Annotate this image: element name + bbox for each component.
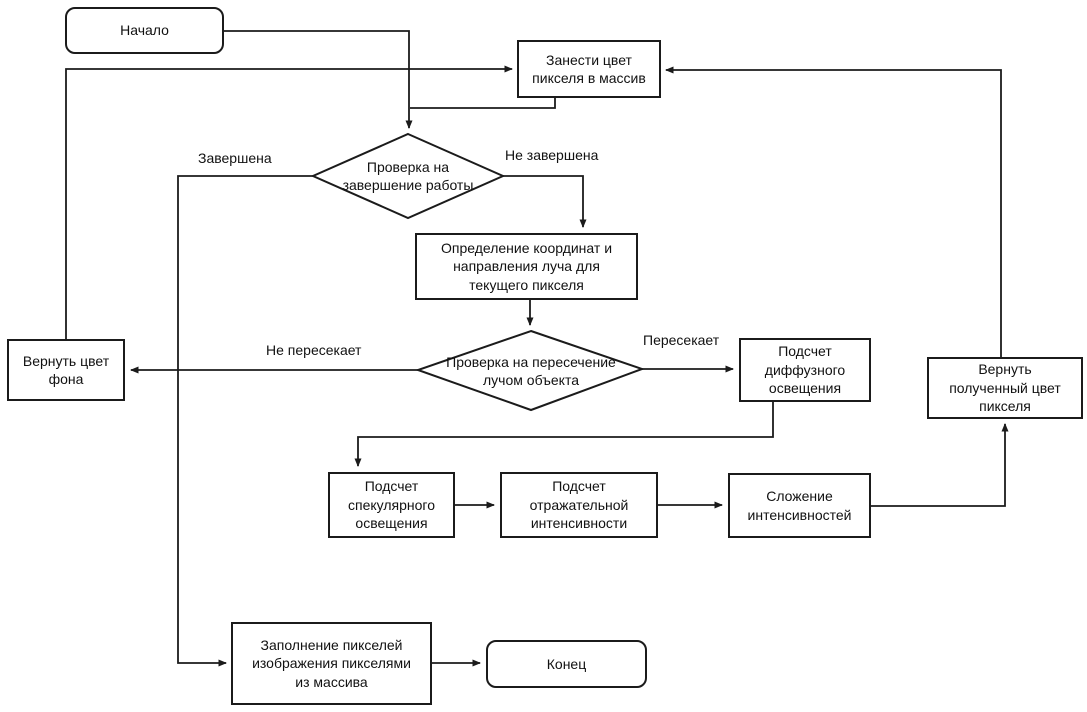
node-end: Конец [486,640,647,688]
node-reflective-intensity-label: Подсчет отражательной интенсивности [529,478,629,532]
node-return-background-color: Вернуть цвет фона [7,339,125,401]
edge-label-not-completed: Не завершена [505,147,599,163]
node-determine-ray: Определение координат и направления луча… [415,233,638,300]
edge-return-pixel-to-store-color [665,66,1002,357]
node-check-done: Проверка на завершение работы [318,152,498,200]
diamond-check-intersect [414,329,645,412]
node-start-label: Начало [120,22,169,39]
diamond-check-done [310,132,506,220]
edge-return-bg-to-store-color [65,65,513,339]
node-end-label: Конец [546,655,587,672]
node-store-pixel-color-label: Занести цвет пикселя в массив [532,51,646,86]
edge-not-completed-to-determine [503,175,587,228]
edge-label-not-intersects: Не пересекает [266,342,362,358]
node-sum-intensities: Сложение интенсивностей [728,473,871,538]
node-determine-ray-label: Определение координат и направления луча… [440,239,613,293]
node-check-intersect: Проверка на пересечение лучом объекта [421,347,641,395]
node-fill-pixels: Заполнение пикселей изображения пикселям… [231,622,432,705]
node-diffuse-lighting-label: Подсчет диффузного освещения [764,343,846,397]
node-diffuse-lighting: Подсчет диффузного освещения [739,338,871,402]
edge-sum-to-return-pixel [871,423,1009,507]
node-check-done-label: Проверка на завершение работы [342,158,474,193]
node-check-intersect-label: Проверка на пересечение лучом объекта [446,353,616,388]
node-reflective-intensity: Подсчет отражательной интенсивности [500,472,658,538]
node-return-pixel-color-label: Вернуть полученный цвет пикселя [949,361,1061,415]
edge-diffuse-to-specular [354,402,774,467]
edge-label-completed: Завершена [198,150,272,166]
node-fill-pixels-label: Заполнение пикселей изображения пикселям… [252,636,411,690]
node-store-pixel-color: Занести цвет пикселя в массив [517,40,661,98]
node-return-pixel-color: Вернуть полученный цвет пикселя [927,357,1083,419]
node-specular-lighting-label: Подсчет спекулярного освещения [348,478,435,532]
node-start: Начало [65,7,224,54]
edge-start-to-check-done [224,30,413,129]
node-specular-lighting: Подсчет спекулярного освещения [328,472,455,538]
node-return-background-color-label: Вернуть цвет фона [22,352,110,387]
node-sum-intensities-label: Сложение интенсивностей [747,488,852,523]
edge-completed-to-fill-pixels [177,175,313,667]
edge-label-intersects: Пересекает [643,332,720,348]
edge-store-color-loop [410,98,556,109]
